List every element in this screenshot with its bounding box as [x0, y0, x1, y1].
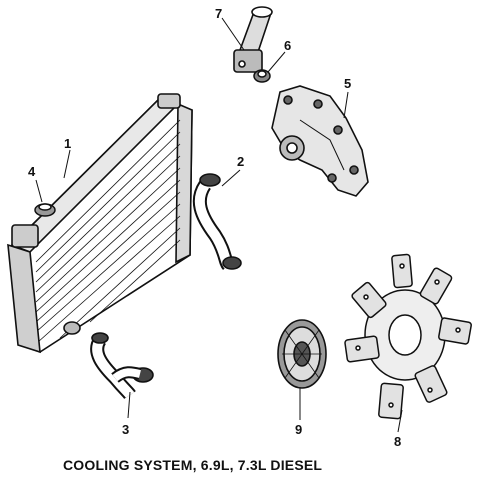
cooling-system-diagram: 1 2 3 4 5 6 7 8 9 [7, 6, 472, 449]
radiator-icon [7, 93, 193, 354]
callout-3: 3 [122, 422, 129, 437]
callout-1: 1 [64, 136, 71, 151]
diagram-caption: COOLING SYSTEM, 6.9L, 7.3L DIESEL [63, 457, 323, 473]
leader-lines [35, 17, 403, 433]
callout-8: 8 [394, 434, 401, 449]
callout-7: 7 [215, 6, 222, 21]
lower-hose-icon [90, 332, 154, 400]
callout-5: 5 [344, 76, 351, 91]
callout-2: 2 [237, 154, 244, 169]
water-outlet-icon [233, 6, 273, 73]
fan-clutch-icon [277, 319, 327, 389]
radiator-cap-icon [34, 203, 56, 217]
callout-9: 9 [295, 422, 302, 437]
upper-hose-icon [192, 173, 242, 270]
thermostat-icon [253, 69, 271, 83]
fan-blade-icon [344, 253, 472, 420]
callout-6: 6 [284, 38, 291, 53]
water-pump-icon [271, 85, 369, 197]
callout-4: 4 [28, 164, 36, 179]
